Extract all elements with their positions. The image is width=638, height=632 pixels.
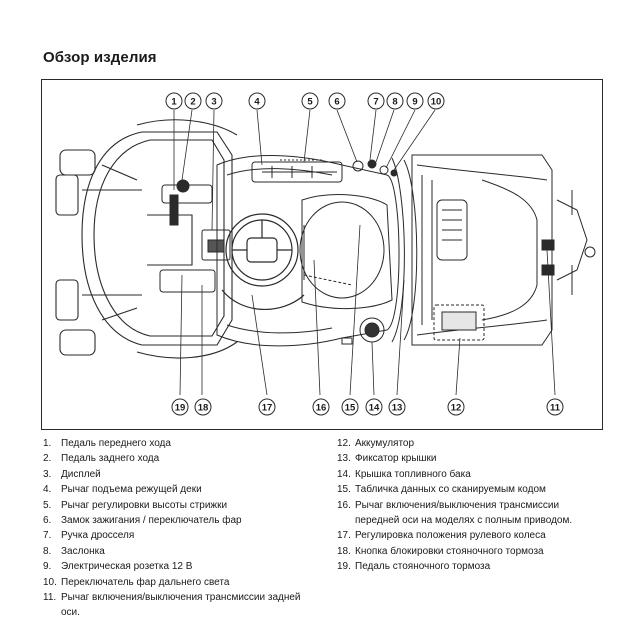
callout-2: 2 (190, 97, 195, 108)
pedal-area (159, 179, 231, 293)
legend-item: 9. Электрическая розетка 12 В (43, 559, 309, 574)
legend-text: Дисплей (61, 468, 101, 480)
front-axle-lever-line (303, 274, 353, 286)
legend-item: 2. Педаль заднего хода (43, 451, 309, 466)
legend-text: Табличка данных со сканируемым кодом (355, 484, 546, 496)
legend-text: Педаль стояночного тормоза (355, 561, 491, 573)
legend-item: 13. Фиксатор крышки (337, 451, 605, 466)
legend-num: 19. (337, 561, 351, 573)
callout-15: 15 (345, 403, 356, 414)
legend-item: 6. Замок зажигания / переключатель фар (43, 513, 309, 528)
legend-item: 3. Дисплей (43, 467, 309, 482)
legend-num: 15. (337, 484, 351, 496)
legend-num: 16. (337, 499, 351, 511)
chassis-body (216, 155, 400, 347)
legend-text: Кнопка блокировки стояночного тормоза (355, 545, 544, 557)
legend-left-column: 1. Педаль переднего хода 2. Педаль заднего… (43, 436, 309, 621)
legend-text: Рычаг включения/выключения трансмиссии п… (355, 499, 573, 527)
legend-item: 19. Педаль стояночного тормоза (337, 559, 605, 574)
legend-text: Регулировка положения рулевого колеса (355, 530, 546, 542)
legend-text: Электрическая розетка 12 В (61, 561, 193, 573)
legend-item: 12. Аккумулятор (337, 436, 605, 451)
rear-engine (391, 154, 596, 346)
legend-item: 11. Рычаг включения/выключения трансмисси… (43, 590, 309, 621)
callout-leaders (173, 109, 556, 396)
callout-9: 9 (412, 97, 417, 108)
legend-text: Аккумулятор (355, 438, 415, 449)
legend-num: 4. (43, 484, 52, 496)
callout-14: 14 (369, 403, 380, 414)
legend-item: 10. Переключатель фар дальнего света (43, 575, 309, 590)
legend-item: 4. Рычаг подъема режущей деки (43, 482, 309, 497)
steering-wheel (221, 213, 305, 311)
legend-text: Переключатель фар дальнего света (61, 576, 230, 588)
legend-item: 8. Заслонка (43, 544, 309, 559)
legend-text: Замок зажигания / переключатель фар (61, 515, 242, 527)
legend-num: 1. (43, 438, 52, 449)
callout-12: 12 (451, 403, 462, 414)
legend-num: 6. (43, 515, 52, 527)
callout-11: 11 (550, 403, 561, 414)
callout-circles (165, 92, 564, 416)
legend-num: 5. (43, 499, 52, 511)
legend-item: 14. Крышка топливного бака (337, 467, 605, 482)
legend-num: 10. (43, 576, 57, 588)
legend-num: 11. (43, 592, 57, 604)
legend-num: 9. (43, 561, 52, 573)
legend-num: 2. (43, 453, 52, 465)
legend-num: 12. (337, 438, 351, 449)
legend-item: 5. Рычаг регулировки высоты стрижки (43, 498, 309, 513)
legend-right-column: 12. Аккумулятор 13. Фиксатор крышки 14. Кры… (337, 436, 605, 575)
lever-bank (251, 159, 398, 183)
legend-num: 13. (337, 453, 351, 465)
legend-text: Педаль переднего хода (61, 438, 171, 449)
callout-3: 3 (211, 97, 216, 108)
callout-13: 13 (392, 403, 403, 414)
callout-7: 7 (373, 97, 378, 108)
legend-text: Рычаг подъема режущей деки (61, 484, 202, 496)
callout-17: 17 (262, 403, 273, 414)
callout-10: 10 (431, 97, 442, 108)
callout-4: 4 (254, 97, 260, 108)
cutting-deck (55, 119, 238, 359)
legend-text: Рычаг регулировки высоты стрижки (61, 499, 228, 511)
legend-item: 7. Ручка дросселя (43, 528, 309, 543)
callout-8: 8 (392, 97, 397, 108)
callout-5: 5 (307, 97, 313, 108)
legend-item: 1. Педаль переднего хода (43, 436, 309, 451)
callout-19: 19 (175, 403, 186, 414)
legend-text: Ручка дросселя (61, 530, 135, 542)
legend-num: 17. (337, 530, 351, 542)
legend-text: Крышка топливного бака (355, 468, 471, 480)
legend-num: 3. (43, 468, 52, 480)
legend-item: 16. Рычаг включения/выключения трансмисси… (337, 498, 605, 529)
product-diagram: 1 2 3 4 5 6 7 8 9 10 19 18 17 16 15 14 1… (41, 79, 603, 430)
legend-num: 7. (43, 530, 52, 542)
legend-num: 14. (337, 468, 351, 480)
callout-18: 18 (198, 403, 209, 414)
legend-item: 15. Табличка данных со сканируемым кодом (337, 482, 605, 497)
legend-text: Фиксатор крышки (355, 453, 437, 465)
callout-1: 1 (171, 97, 177, 108)
legend-item: 18. Кнопка блокировки стояночного тормоза (337, 544, 605, 559)
callout-numbers: 1 2 3 4 5 6 7 8 9 10 19 18 17 16 15 14 1… (171, 97, 560, 414)
callout-16: 16 (316, 403, 327, 414)
legend-text: Рычаг включения/выключения трансмиссии з… (61, 592, 301, 619)
fuel-cap (341, 317, 385, 345)
callout-6: 6 (334, 97, 339, 108)
legend-text: Заслонка (61, 545, 105, 557)
legend-num: 18. (337, 545, 351, 557)
page-title: Обзор изделия (43, 49, 157, 66)
mower-drawing: 1 2 3 4 5 6 7 8 9 10 19 18 17 16 15 14 1… (55, 92, 596, 416)
legend-num: 8. (43, 545, 52, 557)
legend-text: Педаль заднего хода (61, 453, 160, 465)
legend-item: 17. Регулировка положения рулевого колеса (337, 528, 605, 543)
